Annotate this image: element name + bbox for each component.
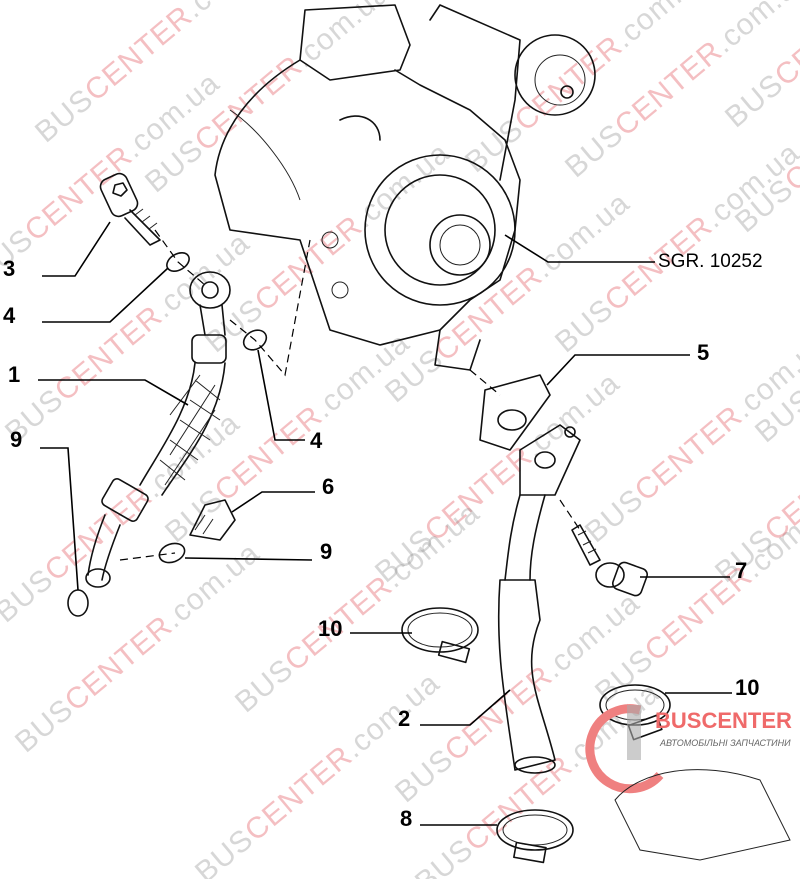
callout-9: 9	[320, 539, 333, 564]
callout-4: 4	[3, 303, 16, 328]
leader-lines	[38, 221, 732, 826]
callout-10: 10	[318, 616, 343, 641]
union-bolt	[189, 499, 236, 541]
oil-feed-pipe	[85, 271, 231, 588]
callout-6: 6	[322, 474, 335, 499]
sealing-washers	[67, 252, 268, 617]
callout-5: 5	[697, 340, 710, 365]
flange-bolt	[571, 524, 648, 597]
callout-9: 9	[10, 427, 23, 452]
turbocharger	[214, 4, 596, 371]
hose-clamps	[401, 607, 671, 864]
callout-1: 1	[8, 362, 21, 387]
callout-10: 10	[735, 675, 760, 700]
oil-return-pipe	[479, 374, 581, 774]
callout-7: 7	[735, 558, 748, 583]
reference-label: SGR. 10252	[658, 251, 763, 272]
logo-tagline: АВТОМОБІЛЬНІ ЗАПЧАСТИНИ	[660, 738, 791, 748]
banjo-bolt	[99, 172, 161, 246]
logo-text: BUSCENTER	[655, 708, 792, 733]
callout-8: 8	[400, 806, 413, 831]
logo-graphic	[585, 704, 791, 861]
callout-2: 2	[398, 706, 411, 731]
callout-3: 3	[3, 256, 16, 281]
callout-4: 4	[310, 428, 323, 453]
